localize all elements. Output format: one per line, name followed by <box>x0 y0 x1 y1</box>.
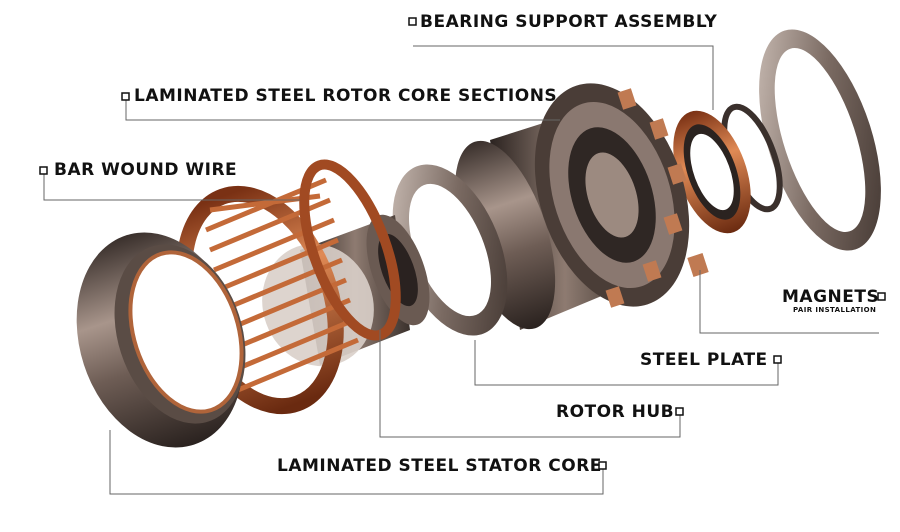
steel-plate-ring <box>759 29 881 251</box>
label-rotor-hub: ROTOR HUB <box>556 402 675 422</box>
slotted-steel-plate <box>392 164 508 336</box>
label-steel-plate: STEEL PLATE <box>640 350 768 370</box>
label-laminated-steel-rotor-core-sections: LAMINATED STEEL ROTOR CORE SECTIONS <box>134 86 558 106</box>
label-markers <box>39 17 886 470</box>
label-bar-wound-wire: BAR WOUND WIRE <box>54 160 238 180</box>
magnet-blocks <box>605 88 709 308</box>
label-laminated-steel-stator-core: LAMINATED STEEL STATOR CORE <box>277 456 602 476</box>
leader-lines <box>43 45 879 495</box>
rotor-assembly <box>454 83 709 330</box>
bearing <box>673 110 751 234</box>
label-magnets: MAGNETS <box>782 287 880 307</box>
label-bearing-support-assembly: BEARING SUPPORT ASSEMBLY <box>420 12 718 32</box>
stator-core <box>76 232 246 448</box>
label-magnets-sub: PAIR INSTALLATION <box>793 306 877 314</box>
